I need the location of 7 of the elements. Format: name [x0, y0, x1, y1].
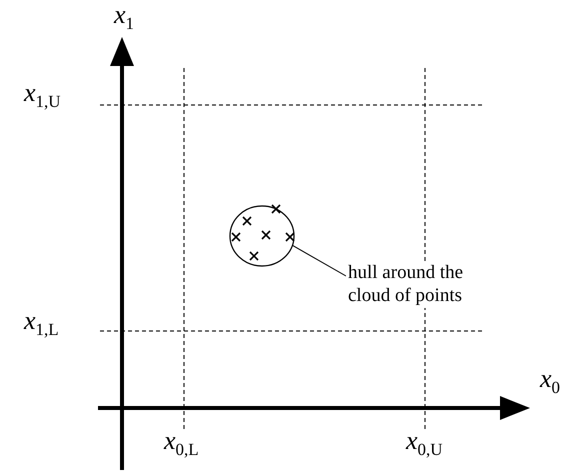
axis-label: x$_{0,U}$: [406, 428, 443, 458]
axis-label: x$_{1}$: [114, 2, 134, 32]
axis-label: x$_{1,L}$: [24, 308, 59, 338]
leader-line: [292, 244, 346, 276]
axis-label: x$_{1,U}$: [24, 80, 61, 110]
axis-label: x$_{0,L}$: [164, 428, 199, 458]
axis-label: x$_{0}$: [540, 366, 560, 396]
